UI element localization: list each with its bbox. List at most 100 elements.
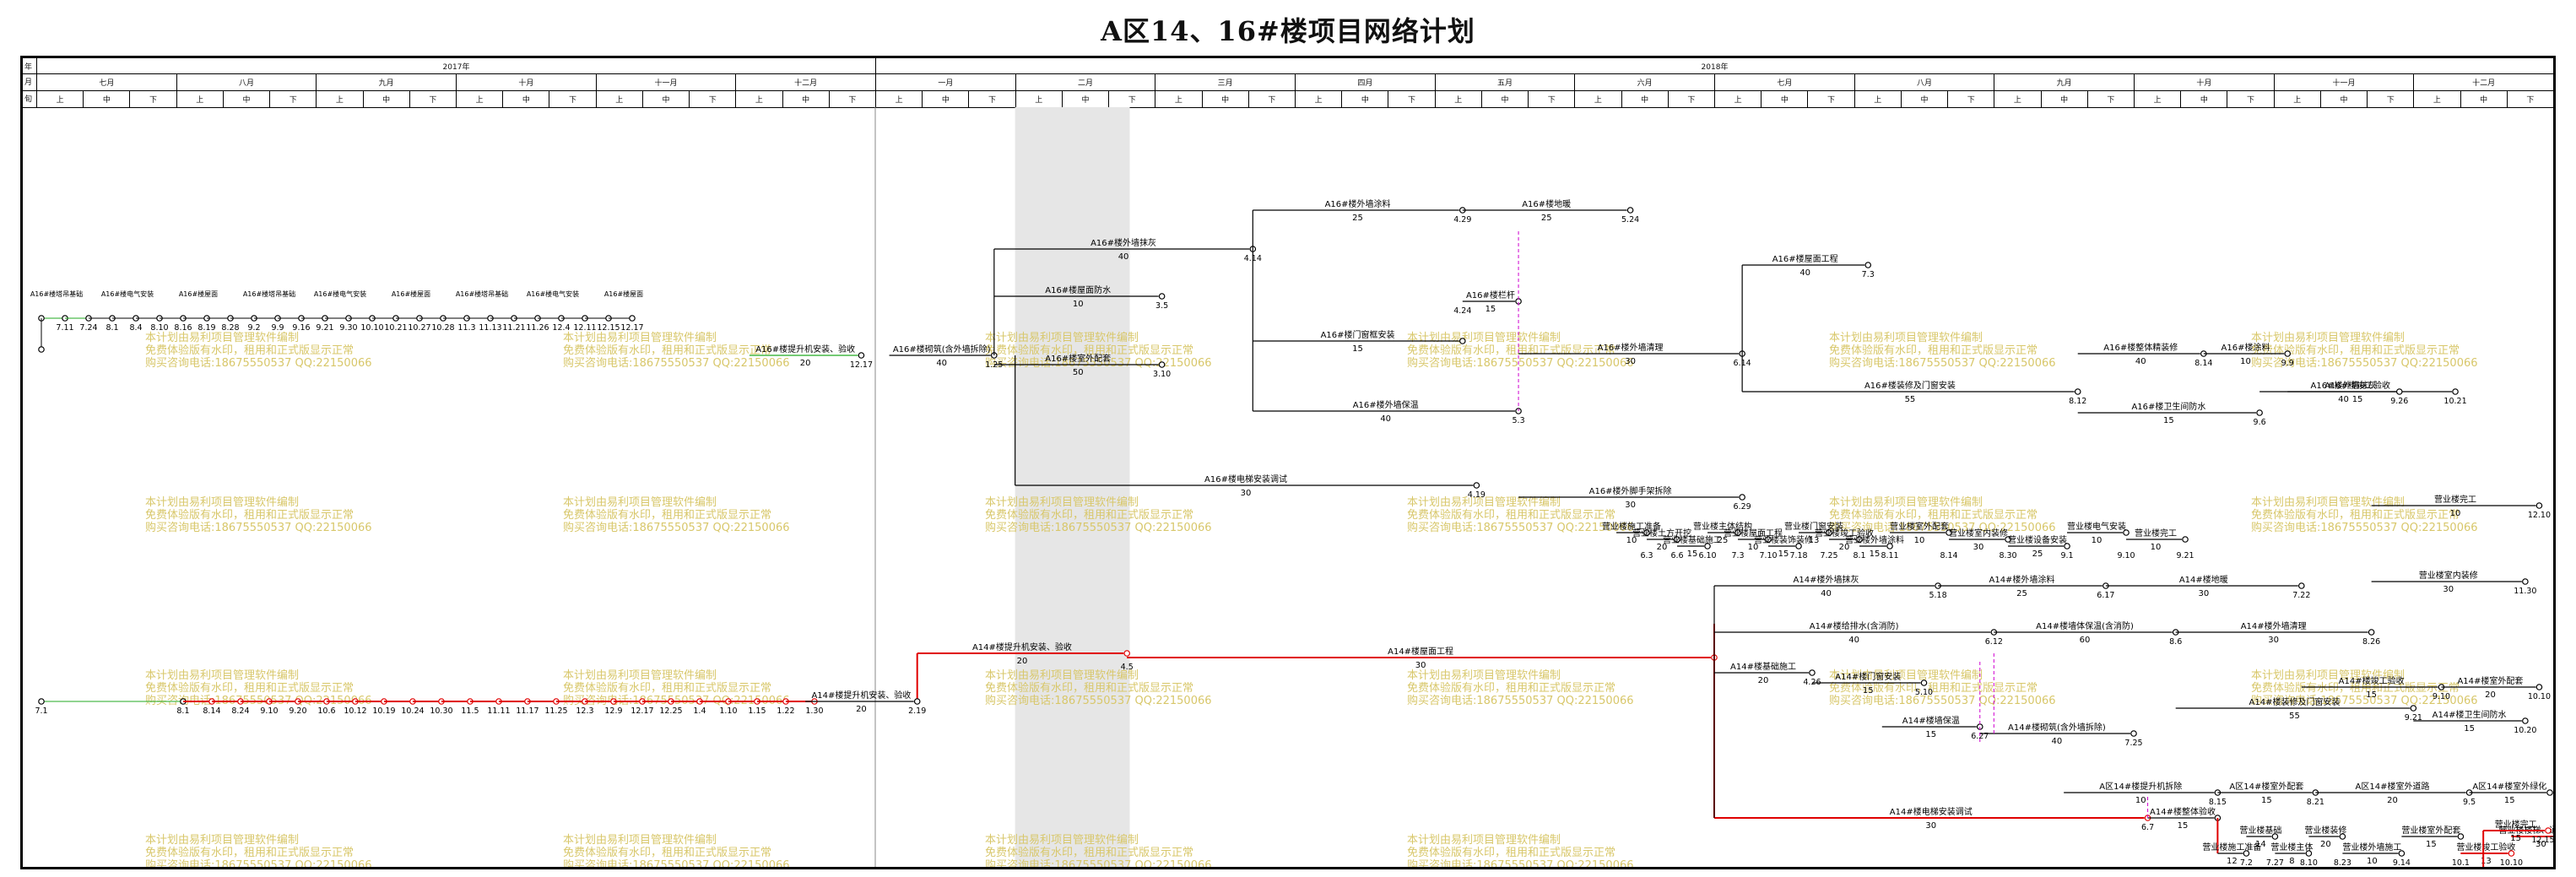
watermark-text: 购买咨询电话:18675550537 QQ:22150066 — [2251, 356, 2478, 370]
event-date: 8.14 — [2194, 359, 2212, 368]
header-dekad: 中 — [1201, 90, 1248, 107]
watermark-text: 购买咨询电话:18675550537 QQ:22150066 — [145, 356, 372, 370]
activity-label: A16#楼屋面工程 — [1772, 253, 1838, 264]
event-node — [2546, 789, 2553, 796]
watermark-text: 免费体验版有水印，租用和正式版显示正常 — [563, 846, 771, 859]
watermark-text: 免费体验版有水印，租用和正式版显示正常 — [1829, 681, 2038, 695]
header-month: 二月 — [1015, 73, 1155, 90]
activity-label: A14#楼卫生间防水 — [2433, 709, 2507, 720]
event-date: 5.24 — [1621, 215, 1639, 225]
activity-duration: 25 — [1541, 214, 1552, 223]
event-node — [1765, 536, 1772, 543]
watermark-text: 本计划由易利项目管理软件编制 — [2251, 496, 2405, 509]
activity-label: 营业楼门窗安装 — [1784, 521, 1843, 532]
activity-label: A16#楼门窗框安装 — [1321, 329, 1395, 340]
header-year: 2017年 — [36, 58, 875, 73]
event-date: 7.25 — [2124, 739, 2142, 748]
activity-label: A16#楼外墙涂料 — [1325, 198, 1391, 209]
event-date: 9.20 — [289, 706, 306, 716]
watermark-text: 本计划由易利项目管理软件编制 — [985, 669, 1139, 682]
event-date: 10.24 — [401, 706, 424, 716]
event-date: 7.3 — [1862, 270, 1875, 279]
header-month: 十二月 — [2413, 73, 2553, 90]
activity-label: A16#楼卫生间防水 — [2131, 401, 2205, 412]
header-dekad: 中 — [83, 90, 129, 107]
activity-duration: 55 — [1905, 395, 1916, 404]
page-title: A区14、16#楼项目网络计划 — [1101, 15, 1475, 47]
activity-duration: 20 — [2320, 840, 2331, 849]
activity-duration: 15 — [1870, 549, 1881, 559]
event-date: 12.4 — [552, 323, 570, 333]
event-date: 11.26 — [526, 323, 549, 333]
activity-duration: 30 — [1415, 661, 1426, 670]
watermark-text: 免费体验版有水印，租用和正式版显示正常 — [563, 681, 771, 695]
activity-duration: 10 — [2450, 509, 2461, 518]
event-node — [913, 698, 921, 705]
event-date: 12.9 — [604, 706, 622, 716]
event-date: 12.17 — [630, 706, 653, 716]
event-node — [2298, 582, 2305, 589]
event-date: 10.19 — [372, 706, 395, 716]
header-month: 十二月 — [735, 73, 875, 90]
activity-duration: 40 — [1821, 589, 1832, 598]
activity-duration: 30 — [2268, 636, 2279, 645]
event-node — [1946, 529, 1952, 536]
event-node — [1856, 536, 1863, 543]
activity-duration: 20 — [1839, 543, 1850, 552]
event-date: 10.12 — [344, 706, 366, 716]
event-date: 8.16 — [174, 323, 192, 333]
activity-label: A14#楼砌筑(含外墙拆除) — [2008, 722, 2106, 733]
activity-duration: 30 — [2443, 585, 2454, 594]
header-dekad: 下 — [689, 90, 735, 107]
watermark-text: 购买咨询电话:18675550537 QQ:22150066 — [2251, 694, 2478, 707]
header-month: 八月 — [176, 73, 317, 90]
activity-duration: 30 — [2535, 840, 2546, 849]
activity-duration: 25 — [1352, 214, 1363, 223]
activity-duration: 25 — [2016, 589, 2027, 598]
event-date: 8.14 — [1940, 551, 1957, 560]
event-node — [2064, 543, 2070, 549]
activity-label: A14#楼外墙涂料 — [1989, 574, 2054, 585]
watermark-text: 免费体验版有水印，租用和正式版显示正常 — [145, 344, 354, 357]
header-dekad: 中 — [1621, 90, 1668, 107]
activity-label: A16#楼涂料 — [2222, 342, 2270, 353]
activity-label: 营业楼室外配套 — [2401, 825, 2460, 836]
activity-duration: 25 — [1718, 536, 1729, 545]
activity-duration: 55 — [2289, 712, 2300, 721]
activity-label: 营业楼电气安装 — [2067, 521, 2126, 532]
activity-label: A16#楼外脚手架拆除 — [1589, 485, 1672, 496]
header-dekad: 上 — [1994, 90, 2040, 107]
activity-label: 营业楼屋面工程 — [1724, 528, 1783, 539]
event-date: 12.25 — [659, 706, 682, 716]
event-date: 10.20 — [2514, 726, 2536, 735]
activity-label: A14#楼给排水(含消防) — [1810, 620, 1899, 631]
activity-duration: 15 — [2426, 840, 2437, 849]
header-dekad: 上 — [176, 90, 223, 107]
event-date: 11.13 — [479, 323, 501, 333]
watermark-text: 本计划由易利项目管理软件编制 — [985, 834, 1139, 847]
header-dekad: 上 — [316, 90, 362, 107]
event-node — [2535, 684, 2543, 690]
activity-label: 营业楼室内装修 — [1949, 528, 2008, 539]
event-node — [2398, 850, 2406, 857]
header-dekad: 上 — [1155, 90, 1201, 107]
event-node — [1734, 529, 1741, 536]
header-dekad: 下 — [1807, 90, 1854, 107]
watermark-text: 免费体验版有水印，租用和正式版显示正常 — [2251, 344, 2460, 357]
header-month: 七月 — [1714, 73, 1854, 90]
activity-label: A14#楼竣工验收 — [2339, 675, 2405, 686]
event-node — [2410, 705, 2417, 712]
event-date: 10.21 — [384, 323, 407, 333]
event-date: 8.6 — [2169, 637, 2182, 647]
activity-label: A14#楼墙保温 — [1902, 715, 1960, 726]
activity-duration: 10 — [1626, 536, 1637, 545]
activity-duration: 15 — [1925, 730, 1936, 739]
activity-duration: 15 — [1687, 549, 1698, 559]
activity-duration: 8 — [2289, 857, 2294, 866]
header-dekad: 上 — [2273, 90, 2320, 107]
activity-duration: 15 — [2510, 834, 2521, 843]
activity-duration: 40 — [1799, 268, 1810, 278]
header-dekad: 上 — [36, 90, 83, 107]
event-node — [38, 698, 45, 705]
activity-label: A16#楼地暖 — [1522, 198, 1571, 209]
